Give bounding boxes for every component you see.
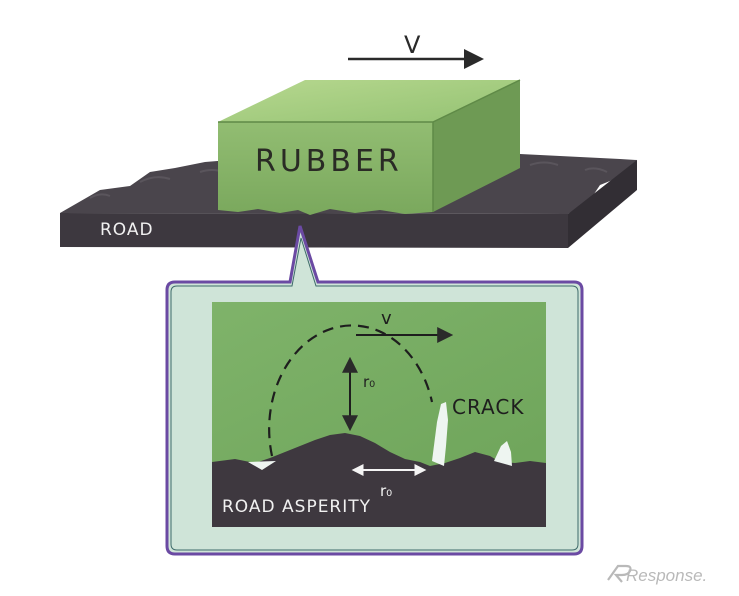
crack-label: CRACK	[452, 395, 525, 419]
road-texture	[89, 161, 608, 199]
inset-road-asperity	[212, 433, 546, 527]
road-asperity-label: ROAD ASPERITY	[222, 497, 372, 517]
response-watermark-logo: Response.	[607, 564, 707, 585]
inset-callout-frame-inner	[170, 237, 579, 551]
radius-label-horizontal: r₀	[380, 482, 393, 500]
watermark-text: Response.	[626, 566, 707, 585]
rubber-top-face	[218, 80, 520, 122]
inset-rubber-region	[212, 302, 546, 468]
road-label: ROAD	[100, 220, 154, 240]
crack-small	[494, 441, 512, 466]
dashed-contact-arc	[268, 324, 434, 457]
road-front-face	[60, 213, 568, 248]
velocity-label-top: V	[404, 31, 421, 59]
road-side-face	[568, 160, 637, 248]
rubber-side-face	[433, 80, 520, 212]
rubber-front-face	[218, 122, 433, 215]
crack-main	[432, 402, 448, 466]
rubber-edge	[218, 79, 521, 212]
rubber-label: RUBBER	[255, 144, 403, 179]
velocity-label-inset: v	[381, 308, 392, 329]
contact-gap-left	[248, 461, 276, 470]
radius-label-vertical: r₀	[363, 373, 376, 391]
